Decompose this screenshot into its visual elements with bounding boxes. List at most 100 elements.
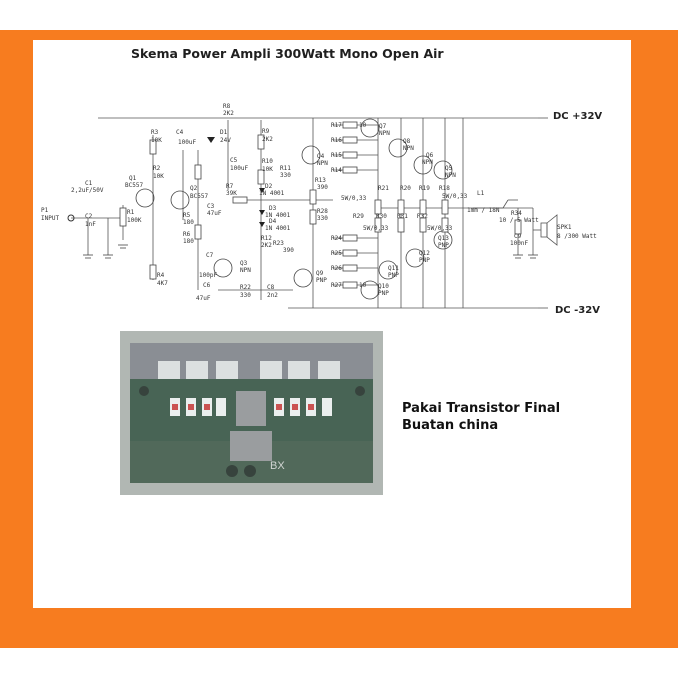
label-r19: R19 xyxy=(419,185,430,192)
content-panel: Skema Power Ampli 300Watt Mono Open Air … xyxy=(33,40,631,608)
label-r22: R22 xyxy=(240,284,251,291)
label-r30: R30 xyxy=(376,213,387,220)
label-c8-val: 2n2 xyxy=(267,292,278,299)
label-l1: L1 xyxy=(477,190,485,197)
label-r5: R5 xyxy=(183,212,191,219)
label-r13: R13 xyxy=(315,177,326,184)
label-c2: C2 xyxy=(85,213,93,220)
label-d4: D4 xyxy=(269,218,277,225)
label-r2: R2 xyxy=(153,165,161,172)
label-q8-type: NPN xyxy=(403,145,414,152)
label-r22-val: 330 xyxy=(240,292,251,299)
label-q7-type: NPN xyxy=(379,130,390,137)
label-r12-val: 2K2 xyxy=(261,242,272,249)
label-q5: Q5 xyxy=(445,165,453,172)
label-q4-type: NPN xyxy=(317,160,328,167)
label-r20: R20 xyxy=(400,185,411,192)
label-r6-val: 180 xyxy=(183,238,194,245)
label-q13-type: PNP xyxy=(438,242,449,249)
label-r32-val: 5W/0,33 xyxy=(427,225,453,232)
label-r5-val: 180 xyxy=(183,219,194,226)
label-r9-val: 2K2 xyxy=(262,136,273,143)
label-r9: R9 xyxy=(262,128,270,135)
label-r28: R28 xyxy=(317,208,328,215)
label-r18: R18 xyxy=(439,185,450,192)
label-q8: Q8 xyxy=(403,138,411,145)
caption-line-2: Buatan china xyxy=(402,418,499,433)
label-r10: R10 xyxy=(262,158,273,165)
label-q10: Q10 xyxy=(378,283,389,290)
label-input: INPUT xyxy=(41,215,59,222)
label-c5: C5 xyxy=(230,157,238,164)
component-labels: P1 INPUT C1 2,2uF/50V C2 1nF R1 100K Q1 … xyxy=(41,103,597,302)
label-c6-val: 47uF xyxy=(196,295,211,302)
label-q3-type: NPN xyxy=(240,267,251,274)
label-r21-val: 5W/0,33 xyxy=(341,195,367,202)
label-p1: P1 xyxy=(41,207,49,214)
label-q1: Q1 xyxy=(129,175,137,182)
label-q6: Q6 xyxy=(426,152,434,159)
amplifier-board-photo: BX xyxy=(120,331,383,495)
label-r4: R4 xyxy=(157,272,165,279)
label-spk1-val: 8 /300 Watt xyxy=(557,233,597,240)
label-c7: C7 xyxy=(206,252,214,259)
label-r34-val: 10 / 5 Watt xyxy=(499,217,539,224)
label-c8: C8 xyxy=(267,284,275,291)
label-q11: Q11 xyxy=(388,265,399,272)
schematic-title: Skema Power Ampli 300Watt Mono Open Air xyxy=(131,46,444,61)
label-q12-type: PNP xyxy=(419,257,430,264)
label-q3: Q3 xyxy=(240,260,248,267)
label-d2: D2 xyxy=(265,183,273,190)
label-r7: R7 xyxy=(226,183,234,190)
label-r1-val: 100K xyxy=(127,217,142,224)
label-c2-val: 1nF xyxy=(85,221,96,228)
label-r32: R32 xyxy=(417,213,428,220)
caption: Pakai Transistor Final Buatan china xyxy=(402,400,560,434)
label-r1: R1 xyxy=(127,209,135,216)
label-l1-val: 1mm / 18N xyxy=(467,207,500,214)
label-c1: C1 xyxy=(85,180,93,187)
label-c9: C9 xyxy=(514,233,522,240)
label-r29-val: 5W/0,33 xyxy=(363,225,389,232)
label-r13-val: 390 xyxy=(317,184,328,191)
label-r3: R3 xyxy=(151,129,159,136)
label-d1-val: 24V xyxy=(220,137,231,144)
label-d3-val: 1N 4001 xyxy=(265,212,291,219)
label-r17-val: 10 xyxy=(359,122,367,129)
label-r28-val: 330 xyxy=(317,215,328,222)
label-q5-type: NPN xyxy=(445,172,456,179)
label-spk1: SPK1 xyxy=(557,224,572,231)
label-c5-val: 100uF xyxy=(230,165,248,172)
label-r23-val: 390 xyxy=(283,247,294,254)
label-q2-type: BC557 xyxy=(190,193,208,200)
label-r6: R6 xyxy=(183,231,191,238)
label-r7-val: 39K xyxy=(226,190,237,197)
label-d1: D1 xyxy=(220,129,228,136)
label-r27: R27 xyxy=(331,282,342,289)
board-marking: BX xyxy=(270,460,285,472)
label-r10-val: 10K xyxy=(262,166,273,173)
label-r4-val: 4K7 xyxy=(157,280,168,287)
label-r26: R26 xyxy=(331,265,342,272)
label-r14: R14 xyxy=(331,167,342,174)
label-q11-type: PNP xyxy=(388,272,399,279)
label-q2: Q2 xyxy=(190,185,198,192)
rail-negative-label: DC -32V xyxy=(555,305,600,316)
label-r15: R15 xyxy=(331,152,342,159)
label-r8-val: 2K2 xyxy=(223,110,234,117)
label-q13: Q13 xyxy=(438,235,449,242)
label-r34: R34 xyxy=(511,210,522,217)
label-c3-val: 47uF xyxy=(207,210,222,217)
caption-line-1: Pakai Transistor Final xyxy=(402,401,561,416)
label-r12: R12 xyxy=(261,235,272,242)
label-q7: Q7 xyxy=(379,123,387,130)
label-r31: R31 xyxy=(397,213,408,220)
label-r16: R16 xyxy=(331,137,342,144)
label-r27-val: 10 xyxy=(359,282,367,289)
label-c4-val: 100uF xyxy=(178,139,196,146)
label-r3-val: 10K xyxy=(151,137,162,144)
label-q4: Q4 xyxy=(317,153,325,160)
label-q1-type: BC557 xyxy=(125,182,143,189)
label-r25: R25 xyxy=(331,250,342,257)
label-r17: R17 xyxy=(331,122,342,129)
